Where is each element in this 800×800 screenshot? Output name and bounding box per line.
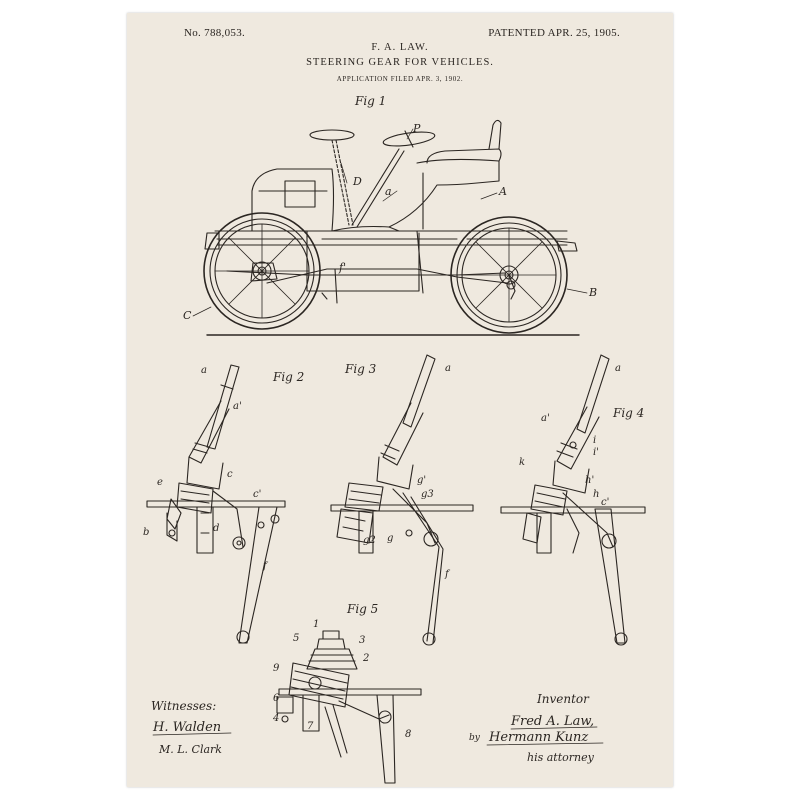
fig4-steering-detail: Fig 4 bbox=[500, 354, 646, 646]
fig1-label: Fig 1 bbox=[354, 94, 386, 108]
ref-d-fig2: d bbox=[213, 523, 219, 534]
patent-date: PATENTED APR. 25, 1905. bbox=[488, 27, 620, 39]
witness-1-signature: H. Walden bbox=[152, 720, 221, 735]
patent-drawing: Fig 1 bbox=[143, 94, 646, 784]
application-filed: APPLICATION FILED APR. 3, 1902. bbox=[336, 75, 464, 83]
witness-2-signature: M. L. Clark bbox=[158, 743, 222, 756]
patent-number: No. 788,053. bbox=[184, 27, 246, 39]
ref-a-prime-fig4: a' bbox=[541, 413, 550, 424]
ref-6-fig5: 6 bbox=[273, 693, 280, 704]
ref-g-prime-fig3: g' bbox=[417, 475, 426, 486]
ref-8-fig5: 8 bbox=[405, 729, 411, 740]
fig5-label: Fig 5 bbox=[346, 602, 378, 616]
fig1-vehicle: Fig 1 bbox=[203, 94, 580, 336]
ref-a-fig2: a bbox=[201, 365, 207, 376]
attorney-signature: Hermann Kunz bbox=[488, 730, 588, 745]
ref-f-prime-fig1: f' bbox=[338, 261, 346, 274]
attorney-label: his attorney bbox=[527, 751, 595, 764]
ref-h-prime-fig4: h' bbox=[585, 475, 594, 486]
ref-k-fig4: k bbox=[519, 457, 525, 468]
ref-c-fig2: c bbox=[227, 469, 233, 480]
ref-f-fig3: f bbox=[444, 569, 451, 580]
ref-7-fig5: 7 bbox=[307, 721, 314, 732]
ref-g2-fig3: g2 bbox=[363, 535, 376, 546]
ref-a-fig3: a bbox=[445, 363, 451, 374]
ref-5-fig5: 5 bbox=[293, 633, 299, 644]
ref-D: D bbox=[352, 175, 362, 188]
fig3-label: Fig 3 bbox=[344, 362, 377, 376]
ref-a-prime-fig2: a' bbox=[233, 401, 242, 412]
ref-A: A bbox=[498, 185, 507, 198]
fig4-label: Fig 4 bbox=[612, 406, 644, 420]
witnesses-label: Witnesses: bbox=[151, 699, 216, 713]
ref-c-prime-fig4: c' bbox=[601, 497, 609, 508]
patent-title: STEERING GEAR FOR VEHICLES. bbox=[306, 57, 494, 68]
ref-i-prime-fig4: i' bbox=[593, 447, 599, 458]
fig2-label: Fig 2 bbox=[272, 370, 304, 384]
ref-P: P bbox=[412, 122, 421, 135]
ref-1-fig5: 1 bbox=[313, 619, 319, 630]
patent-sheet: No. 788,053. PATENTED APR. 25, 1905. F. … bbox=[127, 13, 673, 787]
fig2-steering-detail: Fig 2 bbox=[146, 364, 304, 644]
inventor-signature: Fred A. Law, bbox=[510, 714, 594, 729]
ref-4-fig5: 4 bbox=[272, 713, 279, 724]
ref-g-fig3: g bbox=[387, 533, 393, 544]
ref-i-fig4: i bbox=[593, 435, 596, 446]
ref-c-prime-fig2: c' bbox=[253, 489, 261, 500]
ref-f-fig2: f bbox=[262, 561, 269, 572]
ref-9-fig5: 9 bbox=[273, 663, 280, 674]
ref-a-fig4: a bbox=[615, 363, 621, 374]
inventor-label: Inventor bbox=[536, 692, 590, 706]
inventor-name-header: F. A. LAW. bbox=[371, 42, 429, 53]
by-label: by bbox=[469, 733, 481, 743]
ref-e-fig2: e bbox=[157, 477, 163, 488]
ref-a-fig1: a bbox=[385, 185, 392, 198]
fig5-steering-detail: Fig 5 bbox=[276, 602, 422, 784]
fig3-steering-detail: Fig 3 bbox=[330, 354, 474, 646]
ref-2-fig5: 2 bbox=[362, 653, 369, 664]
ref-C: C bbox=[183, 309, 192, 322]
ref-B: B bbox=[588, 286, 597, 299]
ref-3-fig5: 3 bbox=[359, 635, 365, 646]
ref-h-fig4: h bbox=[593, 489, 599, 500]
ref-g3-fig3: g3 bbox=[421, 489, 434, 500]
ref-b-fig2: b bbox=[143, 527, 149, 538]
